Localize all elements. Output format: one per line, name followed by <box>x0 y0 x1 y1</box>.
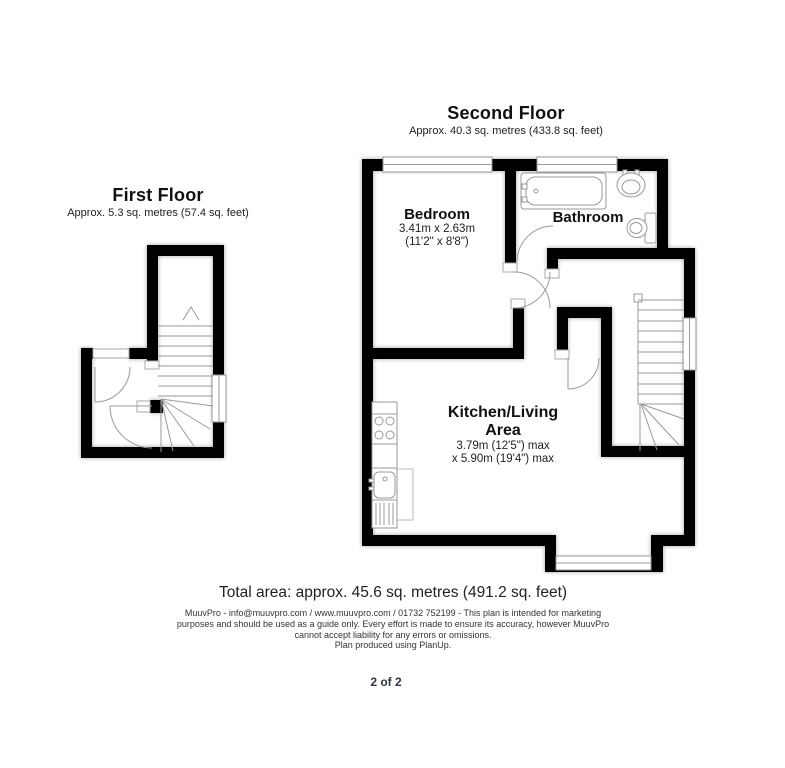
first-floor-windows <box>211 374 227 423</box>
bedroom-label: Bedroom 3.41m x 2.63m (11'2" x 8'8") <box>399 206 475 249</box>
bathroom-window <box>536 156 618 173</box>
first-floor-walls <box>81 245 224 458</box>
first-floor-staircase <box>158 306 214 452</box>
bay-window <box>555 555 652 571</box>
first-floor-plan <box>81 245 227 458</box>
footer-line-4: Plan produced using PlanUp. <box>334 640 452 651</box>
second-floor-doors <box>513 225 600 390</box>
footer-line-3: cannot accept liability for any errors o… <box>294 629 492 640</box>
kitchen-living-label: Kitchen/Living Area 3.79m (12'5") max x … <box>448 404 558 466</box>
kitchen-living-name-2: Area <box>485 422 521 439</box>
bathtub <box>520 172 607 210</box>
first-floor-header: First Floor Approx. 5.3 sq. metres (57.4… <box>67 185 249 219</box>
bathroom-name: Bathroom <box>552 209 624 226</box>
bedroom-dims-imperial: (11'2" x 8'8") <box>405 236 469 248</box>
total-area-line: Total area: approx. 45.6 sq. metres (491… <box>218 584 568 601</box>
first-floor-window <box>211 374 227 423</box>
toilet <box>626 212 657 244</box>
first-floor-doors <box>94 366 153 449</box>
second-floor-windows <box>382 156 697 571</box>
bedroom-name: Bedroom <box>404 206 470 223</box>
bathroom-door-arc <box>516 225 554 263</box>
stair-direction-chevron <box>182 306 200 321</box>
cupboard-door-arc <box>567 357 600 390</box>
basin-sink <box>616 169 646 198</box>
kitchen-living-name-1: Kitchen/Living <box>447 404 559 421</box>
bedroom-window <box>382 156 493 173</box>
footer-line-2: purposes and should be used as a guide o… <box>176 618 610 629</box>
bathroom-label: Bathroom <box>553 209 624 226</box>
stair-door-arc <box>109 405 153 449</box>
second-floor-header: Second Floor Approx. 40.3 sq. metres (43… <box>409 103 603 137</box>
kitchen-living-dims-2: x 5.90m (19'4") max <box>451 453 555 465</box>
entry-door-arc <box>94 366 131 403</box>
stair-window <box>682 317 697 371</box>
page-indicator: 2 of 2 <box>370 675 402 689</box>
footer-disclaimer: MuuvPro - info@muuvpro.com / www.muuvpro… <box>177 608 609 651</box>
first-floor-title: First Floor <box>112 185 204 205</box>
bedroom-door-arc-2 <box>513 271 551 309</box>
second-floor-plan <box>362 156 697 572</box>
first-floor-subtitle: Approx. 5.3 sq. metres (57.4 sq. feet) <box>67 207 249 219</box>
second-floor-door-frames <box>502 262 570 360</box>
kitchen-living-dims-1: 3.79m (12'5") max <box>456 440 550 452</box>
second-floor-subtitle: Approx. 40.3 sq. metres (433.8 sq. feet) <box>409 125 603 137</box>
footer-line-1: MuuvPro - info@muuvpro.com / www.muuvpro… <box>184 608 602 618</box>
kitchen-sink <box>368 471 396 525</box>
bedroom-dims-metric: 3.41m x 2.63m <box>398 223 476 235</box>
second-floor-title: Second Floor <box>447 103 565 123</box>
hob <box>374 416 395 440</box>
bedroom-door-arc <box>513 271 551 309</box>
second-floor-staircase <box>633 293 685 451</box>
